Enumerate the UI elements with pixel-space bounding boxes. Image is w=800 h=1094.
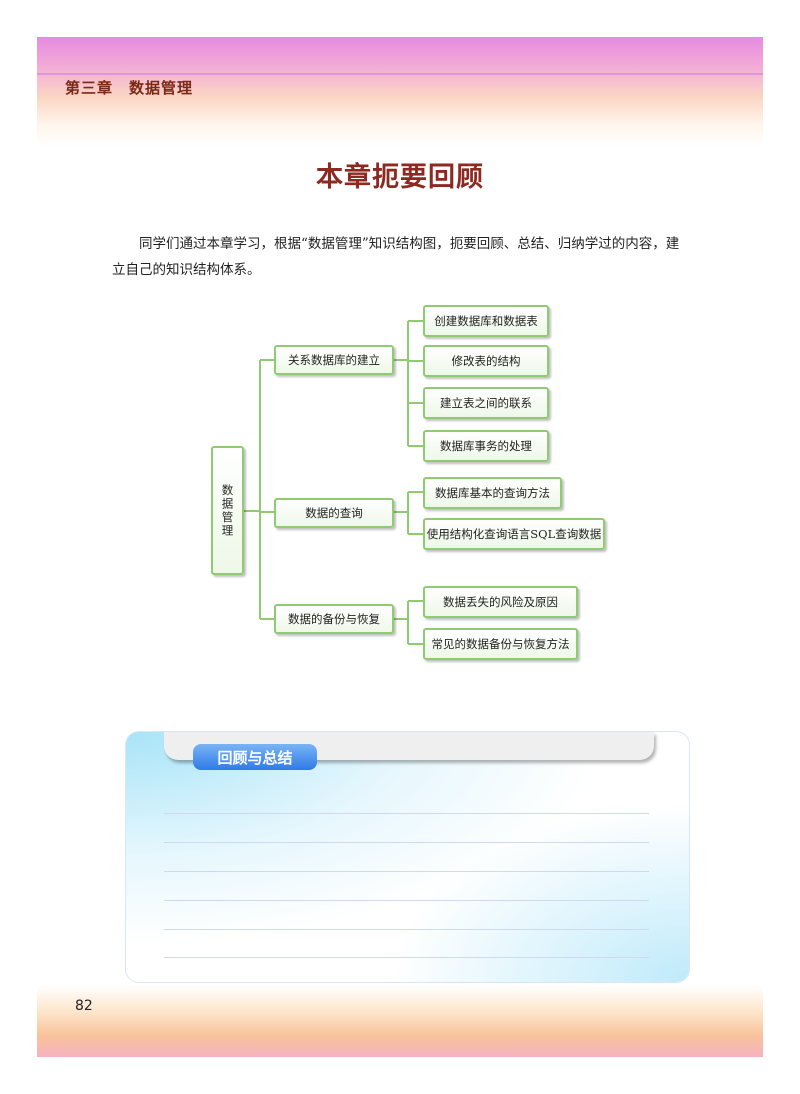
writing-line <box>164 900 649 901</box>
diagram-leaf: 修改表的结构 <box>423 345 549 377</box>
writing-line <box>164 957 649 958</box>
diagram-leaf: 使用结构化查询语言SQL查询数据 <box>423 518 605 550</box>
diagram-leaf: 创建数据库和数据表 <box>423 305 549 337</box>
page-header: 第三章 数据管理 <box>37 37 763 147</box>
diagram-leaf: 建立表之间的联系 <box>423 387 549 419</box>
diagram-root: 数据管理 <box>211 446 244 575</box>
diagram-leaf: 数据丢失的风险及原因 <box>423 586 578 618</box>
review-tab-label: 回顾与总结 <box>193 744 317 770</box>
intro-paragraph: 同学们通过本章学习，根据“数据管理”知识结构图，扼要回顾、总结、归纳学过的内容，… <box>112 236 680 278</box>
diagram-branch: 数据的查询 <box>274 498 394 528</box>
chapter-title: 第三章 数据管理 <box>65 79 194 97</box>
writing-line <box>164 813 649 814</box>
section-title: 本章扼要回顾 <box>316 162 484 193</box>
writing-line <box>164 929 649 930</box>
page-footer <box>37 985 763 1057</box>
diagram-leaf: 数据库事务的处理 <box>423 430 549 462</box>
page-number: 82 <box>75 998 93 1014</box>
diagram-branch: 关系数据库的建立 <box>274 345 394 375</box>
review-summary-box: 回顾与总结 <box>125 731 690 983</box>
diagram-branch: 数据的备份与恢复 <box>274 604 394 634</box>
writing-line <box>164 842 649 843</box>
diagram-leaf: 数据库基本的查询方法 <box>423 477 562 509</box>
writing-line <box>164 871 649 872</box>
diagram-leaf: 常见的数据备份与恢复方法 <box>423 628 578 660</box>
header-decoration <box>37 73 763 75</box>
